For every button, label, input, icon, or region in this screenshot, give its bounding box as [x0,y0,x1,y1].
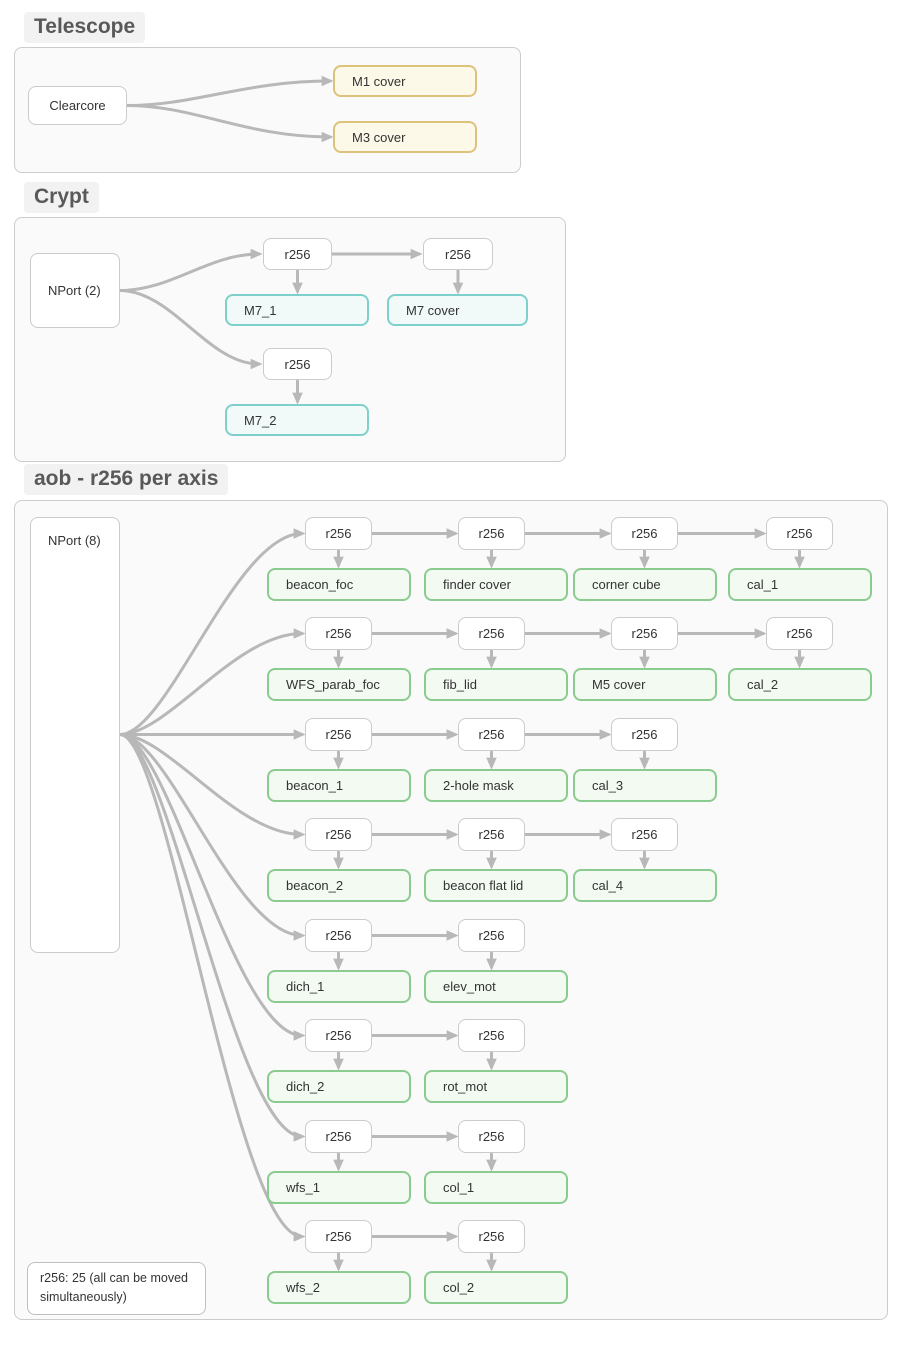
r256-node: r256 [458,617,525,650]
section-title-aob: aob - r256 per axis [24,464,229,495]
device-node-beacon-1: beacon_1 [267,769,411,802]
device-node-wfs-parab-foc: WFS_parab_foc [267,668,411,701]
device-node-2-hole-mask: 2-hole mask [424,769,568,802]
r256-node: r256 [458,919,525,952]
device-node-m5-cover: M5 cover [573,668,717,701]
r256-node: r256 [263,238,332,270]
device-node-m7-1: M7_1 [225,294,369,326]
r256-node: r256 [305,718,372,751]
r256-node: r256 [423,238,493,270]
r256-node: r256 [766,617,833,650]
device-node-m7-2: M7_2 [225,404,369,436]
device-node-cal-3: cal_3 [573,769,717,802]
r256-node: r256 [305,1220,372,1253]
r256-node: r256 [305,1120,372,1153]
device-node-wfs-2: wfs_2 [267,1271,411,1304]
r256-node: r256 [263,348,332,380]
nport-8-node: NPort (8) [30,517,120,953]
section-title-crypt: Crypt [24,182,99,213]
device-node-m1-cover: M1 cover [333,65,477,97]
r256-node: r256 [458,1220,525,1253]
r256-node: r256 [611,818,678,851]
r256-node: r256 [305,1019,372,1052]
device-node-fib-lid: fib_lid [424,668,568,701]
r256-node: r256 [305,617,372,650]
r256-node: r256 [458,818,525,851]
section-title-telescope: Telescope [24,12,146,43]
device-node-elev-mot: elev_mot [424,970,568,1003]
device-node-col-1: col_1 [424,1171,568,1204]
device-node-wfs-1: wfs_1 [267,1171,411,1204]
r256-node: r256 [305,818,372,851]
device-node-dich-2: dich_2 [267,1070,411,1103]
device-node-col-2: col_2 [424,1271,568,1304]
r256-node: r256 [458,517,525,550]
device-node-cal-1: cal_1 [728,568,872,601]
r256-node: r256 [458,1019,525,1052]
r256-node: r256 [458,1120,525,1153]
r256-node: r256 [305,919,372,952]
device-node-beacon-2: beacon_2 [267,869,411,902]
r256-count-note: r256: 25 (all can be moved simultaneousl… [27,1262,206,1315]
device-node-rot-mot: rot_mot [424,1070,568,1103]
device-node-cal-4: cal_4 [573,869,717,902]
device-node-dich-1: dich_1 [267,970,411,1003]
device-node-m3-cover: M3 cover [333,121,477,153]
clearcore-node: Clearcore [28,86,127,125]
device-node-corner-cube: corner cube [573,568,717,601]
r256-node: r256 [611,517,678,550]
r256-node: r256 [305,517,372,550]
device-node-beacon-flat-lid: beacon flat lid [424,869,568,902]
r256-node: r256 [766,517,833,550]
r256-node: r256 [611,718,678,751]
r256-node: r256 [611,617,678,650]
device-node-cal-2: cal_2 [728,668,872,701]
device-node-m7-cover: M7 cover [387,294,528,326]
device-node-finder-cover: finder cover [424,568,568,601]
nport-2-node: NPort (2) [30,253,120,328]
r256-node: r256 [458,718,525,751]
device-node-beacon-foc: beacon_foc [267,568,411,601]
